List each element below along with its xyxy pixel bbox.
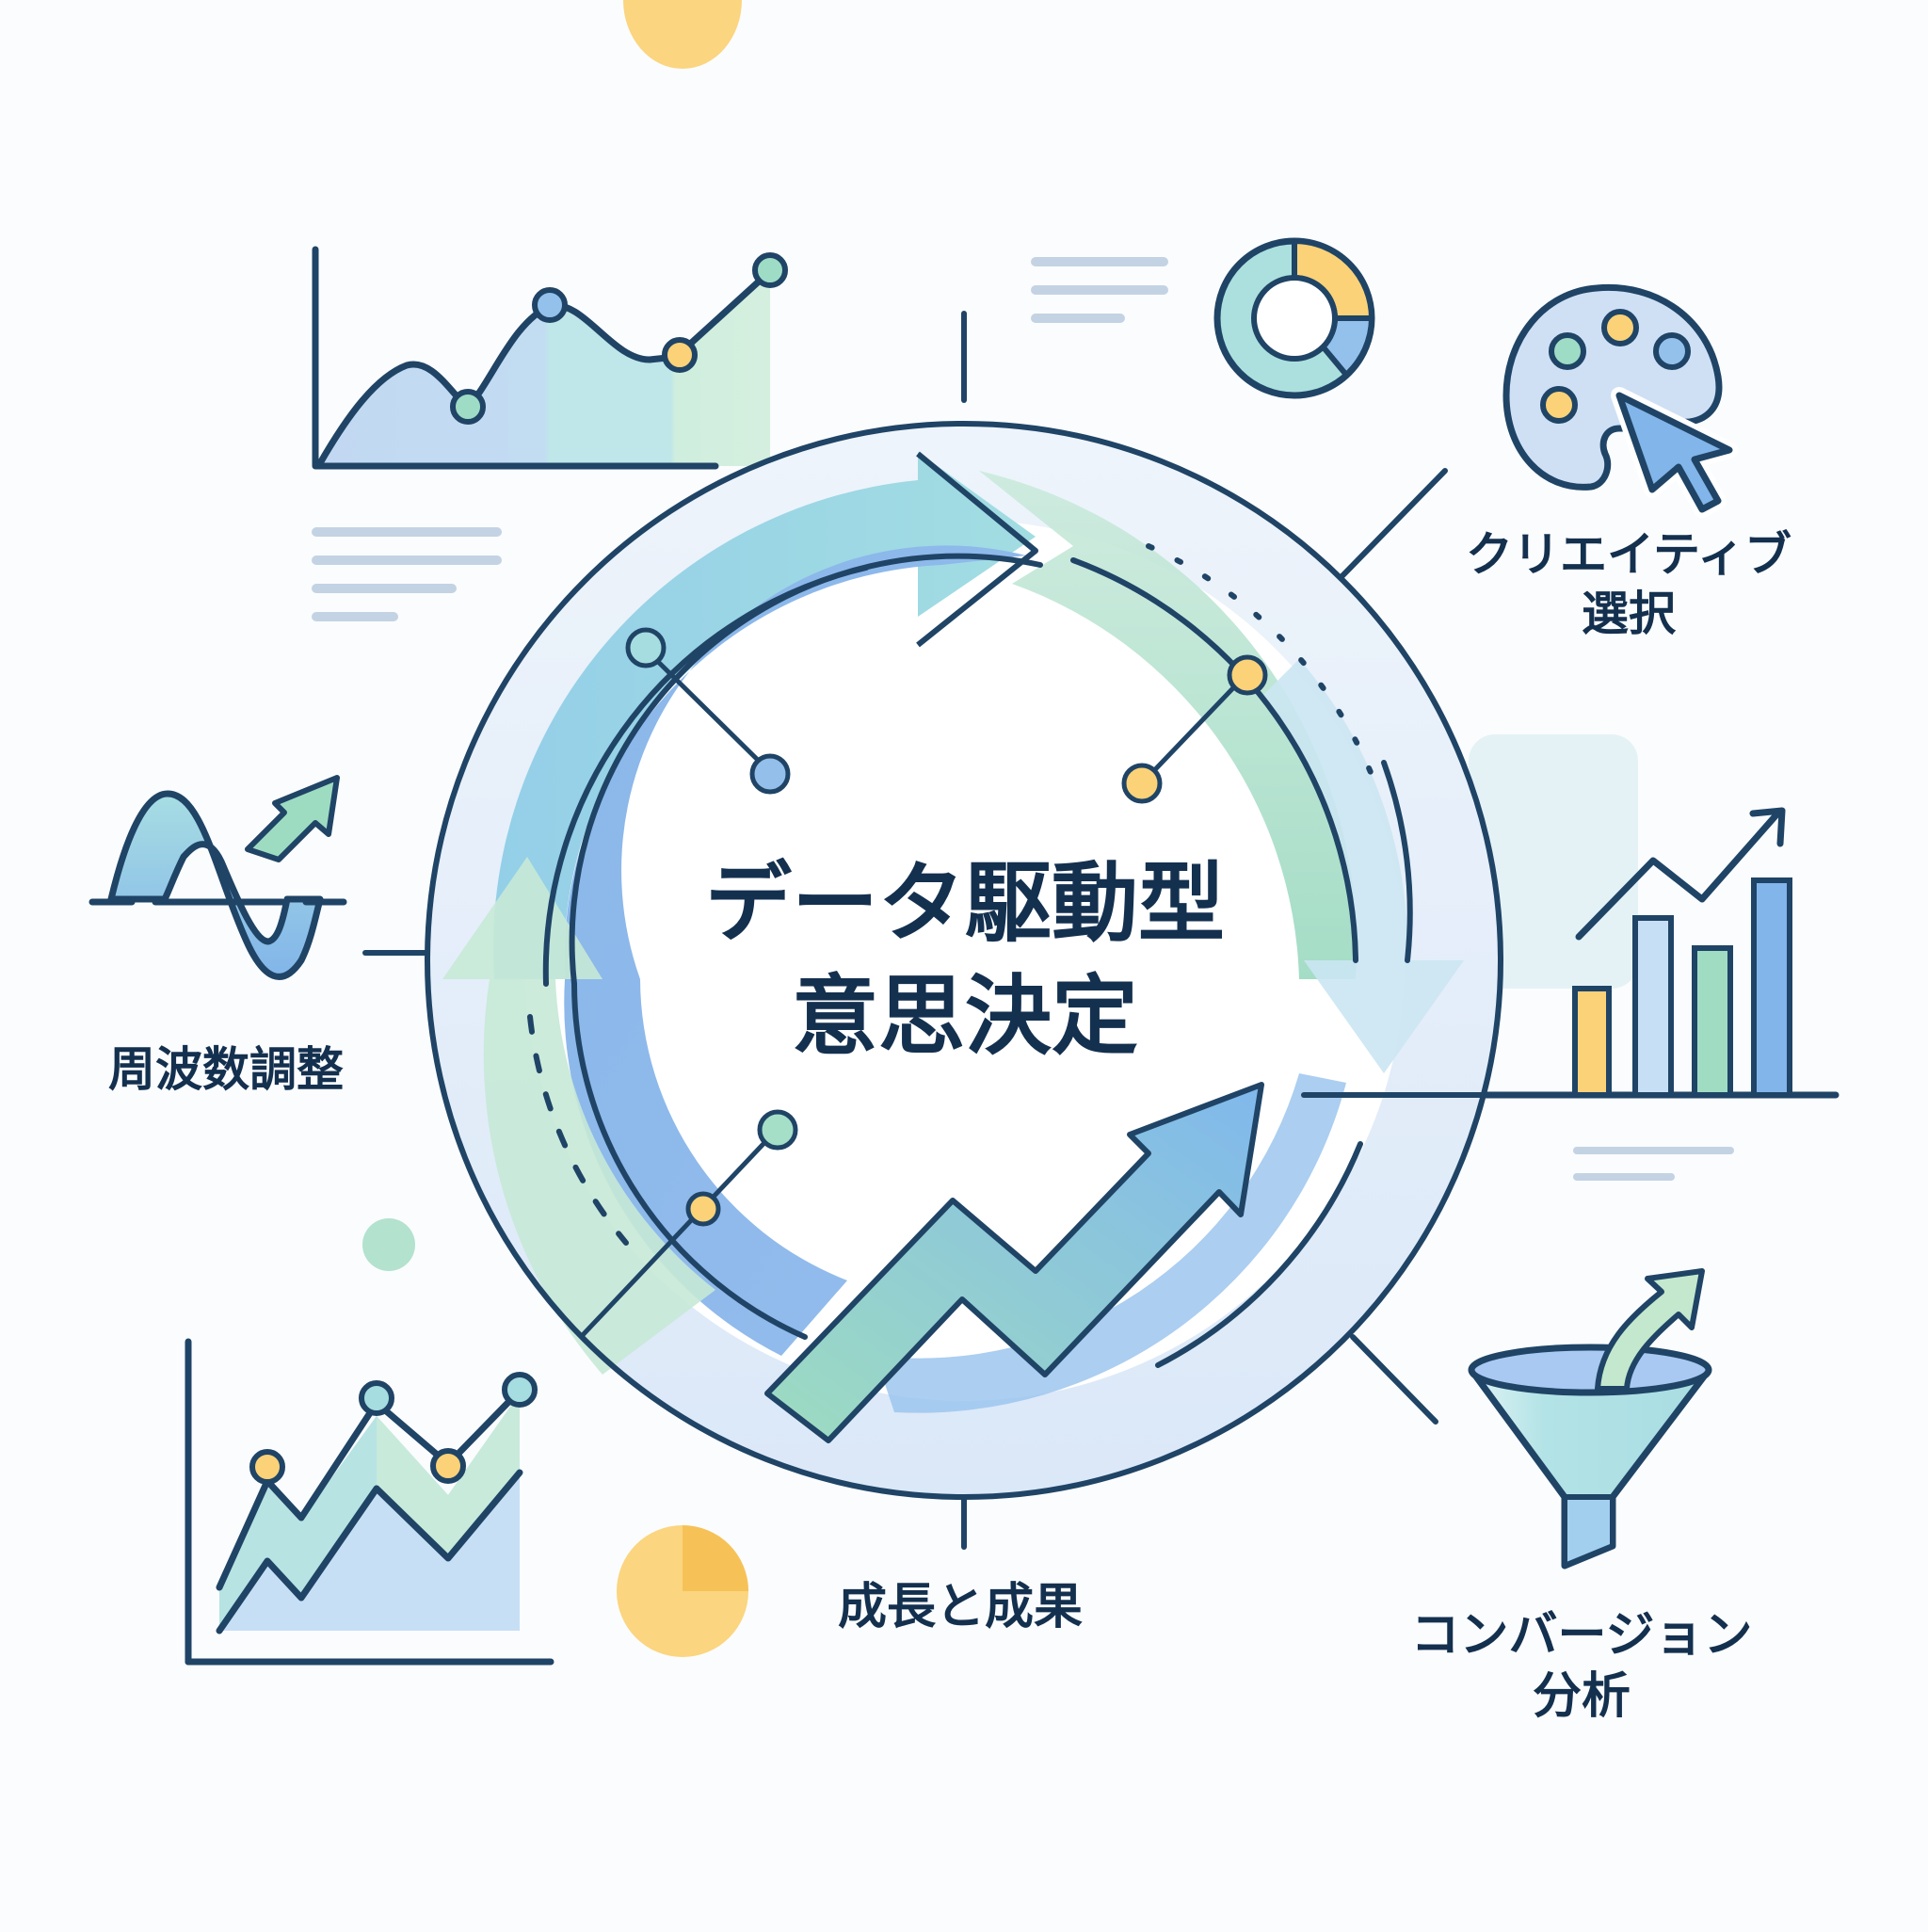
label-conversion-analysis: コンバージョン 分析 xyxy=(1384,1605,1779,1728)
text-placeholder-lines-right xyxy=(1573,1147,1734,1181)
label-conversion-line2: 分析 xyxy=(1532,1668,1631,1725)
center-title-line1: データ駆動型 xyxy=(704,853,1225,954)
palette-cursor-icon xyxy=(1502,283,1738,518)
label-creative-line1: クリエイティブ xyxy=(1466,527,1791,582)
center-title: データ駆動型 意思決定 xyxy=(659,847,1271,1072)
label-creative-line2: 選択 xyxy=(1582,586,1676,641)
label-conversion-line1: コンバージョン xyxy=(1410,1607,1753,1664)
pie-chart-icon xyxy=(617,0,748,1657)
label-frequency-adjustment: 周波数調整 xyxy=(75,1040,377,1100)
label-growth-text: 成長と成果 xyxy=(837,1579,1083,1635)
cycle-arrows-icon xyxy=(425,421,1503,1500)
area-line-chart-icon xyxy=(312,246,788,470)
text-placeholder-lines-top xyxy=(1031,257,1168,323)
bar-chart-trend-icon xyxy=(1300,734,1840,1099)
connector-line-bottom-right xyxy=(1350,1334,1438,1425)
label-creative-selection: クリエイティブ 選択 xyxy=(1431,525,1826,643)
sine-wave-arrow-icon xyxy=(88,775,347,980)
decorative-green-dot xyxy=(362,1218,415,1271)
label-growth-results: 成長と成果 xyxy=(800,1577,1120,1638)
donut-chart-icon xyxy=(1213,237,1375,399)
funnel-arrow-icon xyxy=(1468,1268,1712,1570)
label-frequency-text: 周波数調整 xyxy=(108,1042,344,1097)
text-placeholder-lines-left xyxy=(312,527,502,621)
zigzag-area-chart-icon xyxy=(185,1338,554,1666)
center-title-line2: 意思決定 xyxy=(791,965,1138,1067)
